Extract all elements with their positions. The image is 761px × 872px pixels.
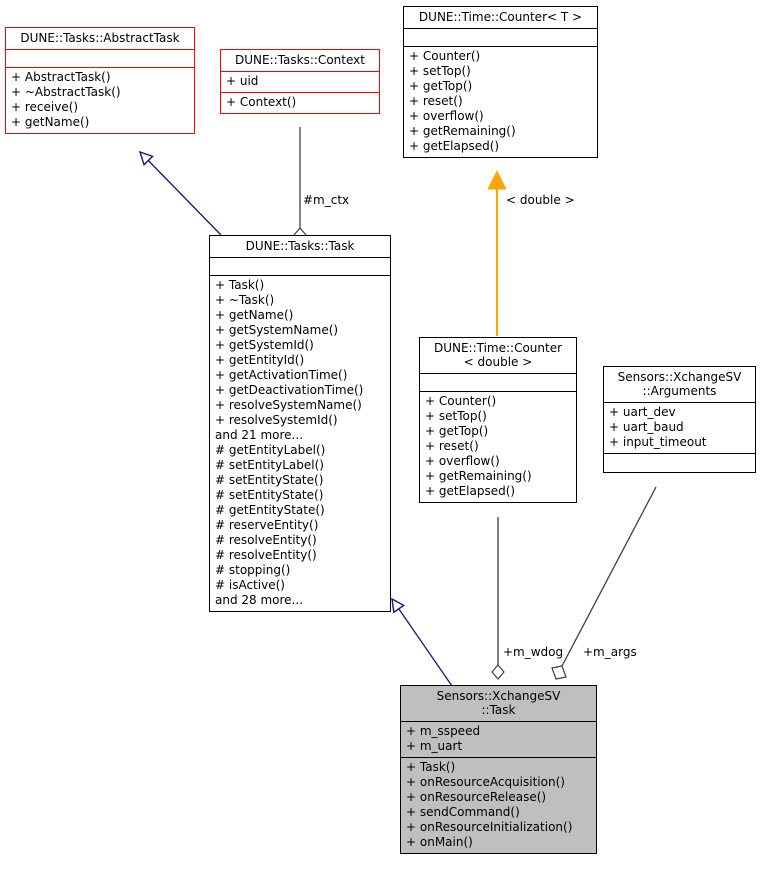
class-title-tasks-task: DUNE::Tasks::Task (210, 236, 390, 258)
class-operations-xchangesv-arguments (604, 454, 755, 472)
class-member: # getEntityState() (215, 503, 325, 517)
class-member: + getSystemName() (215, 323, 339, 337)
class-operations-tasks-task: + Task() + ~Task() + getName() + getSyst… (210, 276, 390, 611)
class-member: + uid (226, 74, 259, 88)
class-member: + m_sspeed (406, 724, 481, 738)
class-member: + overflow() (425, 454, 500, 468)
edge-label-m-wdog: +m_wdog (503, 645, 564, 659)
class-member: + getName() (215, 308, 294, 322)
class-member: + getRemaining() (409, 124, 516, 138)
class-member: + getDeactivationTime() (215, 383, 364, 397)
class-member: + setTop() (425, 409, 487, 423)
class-operations-counter-double: + Counter() + setTop() + getTop() + rese… (420, 392, 576, 502)
edge-task-has-context (293, 127, 307, 243)
class-member: + resolveSystemName() (215, 398, 362, 412)
edge-label-m-ctx: #m_ctx (303, 193, 350, 207)
class-member: # isActive() (215, 578, 285, 592)
class-member: + m_uart (406, 739, 463, 753)
class-member: + ~Task() (215, 293, 275, 307)
class-member: + resolveSystemId() (215, 413, 338, 427)
class-box-xchangesv-task[interactable]: Sensors::XchangeSV ::Task + m_sspeed + m… (400, 685, 597, 854)
class-box-xchangesv-arguments[interactable]: Sensors::XchangeSV ::Arguments + uart_de… (603, 366, 756, 473)
class-member: # setEntityState() (215, 488, 324, 502)
class-box-counter-template[interactable]: DUNE::Time::Counter< T > + Counter() + s… (403, 6, 598, 158)
class-member: + getEntityId() (215, 353, 305, 367)
class-member: + reset() (425, 439, 479, 453)
class-title-counter-double: DUNE::Time::Counter < double > (420, 338, 576, 374)
class-member: + Task() (215, 278, 265, 292)
class-member: + getActivationTime() (215, 368, 348, 382)
class-member: + receive() (11, 100, 79, 114)
class-member: + ~AbstractTask() (11, 85, 121, 99)
class-operations-xchangesv-task: + Task() + onResourceAcquisition() + onR… (401, 758, 596, 853)
class-member-more: and 21 more... (215, 428, 304, 442)
class-title-counter-template: DUNE::Time::Counter< T > (404, 7, 597, 29)
class-member: + Counter() (425, 394, 497, 408)
edge-label-m-args: +m_args (583, 645, 637, 659)
class-member: + getSystemId() (215, 338, 314, 352)
class-box-counter-double[interactable]: DUNE::Time::Counter < double > + Counter… (419, 337, 577, 503)
class-member: + getRemaining() (425, 469, 532, 483)
class-box-context[interactable]: DUNE::Tasks::Context + uid + Context() (220, 49, 380, 114)
class-member: + AbstractTask() (11, 70, 111, 84)
class-attributes-counter-double (420, 374, 576, 392)
class-attributes-abstract-task (6, 50, 194, 68)
class-title-context: DUNE::Tasks::Context (221, 50, 379, 72)
class-member: + getTop() (425, 424, 489, 438)
class-attributes-counter-template (404, 29, 597, 47)
class-member: # setEntityState() (215, 473, 324, 487)
class-operations-counter-template: + Counter() + setTop() + getTop() + rese… (404, 47, 597, 157)
class-attributes-xchangesv-task: + m_sspeed + m_uart (401, 722, 596, 758)
class-title-xchangesv-arguments: Sensors::XchangeSV ::Arguments (604, 367, 755, 403)
class-member: # resolveEntity() (215, 533, 317, 547)
class-member: + onResourceAcquisition() (406, 775, 565, 789)
class-member: + getElapsed() (409, 139, 500, 153)
class-member: + getElapsed() (425, 484, 516, 498)
class-attributes-context: + uid (221, 72, 379, 93)
class-member: # reserveEntity() (215, 518, 319, 532)
edge-label-double-binding: < double > (506, 193, 575, 207)
class-member: + uart_baud (609, 420, 684, 434)
class-member: + getName() (11, 115, 90, 129)
class-member: + reset() (409, 94, 463, 108)
class-member: # setEntityLabel() (215, 458, 324, 472)
class-member: + Task() (406, 760, 456, 774)
class-box-abstract-task[interactable]: DUNE::Tasks::AbstractTask + AbstractTask… (5, 27, 195, 134)
class-box-tasks-task[interactable]: DUNE::Tasks::Task + Task() + ~Task() + g… (209, 235, 391, 612)
class-attributes-xchangesv-arguments: + uart_dev + uart_baud + input_timeout (604, 403, 755, 454)
class-attributes-tasks-task (210, 258, 390, 276)
class-title-xchangesv-task: Sensors::XchangeSV ::Task (401, 686, 596, 722)
class-member: + onMain() (406, 835, 473, 849)
class-operations-abstract-task: + AbstractTask() + ~AbstractTask() + rec… (6, 68, 194, 133)
edge-xchangesvtask-inherits-task (392, 599, 453, 687)
class-member: + overflow() (409, 109, 484, 123)
class-member: + Counter() (409, 49, 481, 63)
class-member: + onResourceInitialization() (406, 820, 573, 834)
class-member-more: and 28 more... (215, 593, 304, 607)
class-member: + setTop() (409, 64, 471, 78)
class-member: + input_timeout (609, 435, 707, 449)
class-member: # resolveEntity() (215, 548, 317, 562)
edge-task-inherits-abstracttask (140, 152, 222, 236)
class-member: + uart_dev (609, 405, 676, 419)
class-title-abstract-task: DUNE::Tasks::AbstractTask (6, 28, 194, 50)
class-member: # stopping() (215, 563, 291, 577)
class-operations-context: + Context() (221, 93, 379, 113)
class-member: + onResourceRelease() (406, 790, 547, 804)
class-member: + getTop() (409, 79, 473, 93)
class-member: + Context() (226, 95, 297, 109)
class-member: # getEntityLabel() (215, 443, 326, 457)
class-member: + sendCommand() (406, 805, 520, 819)
